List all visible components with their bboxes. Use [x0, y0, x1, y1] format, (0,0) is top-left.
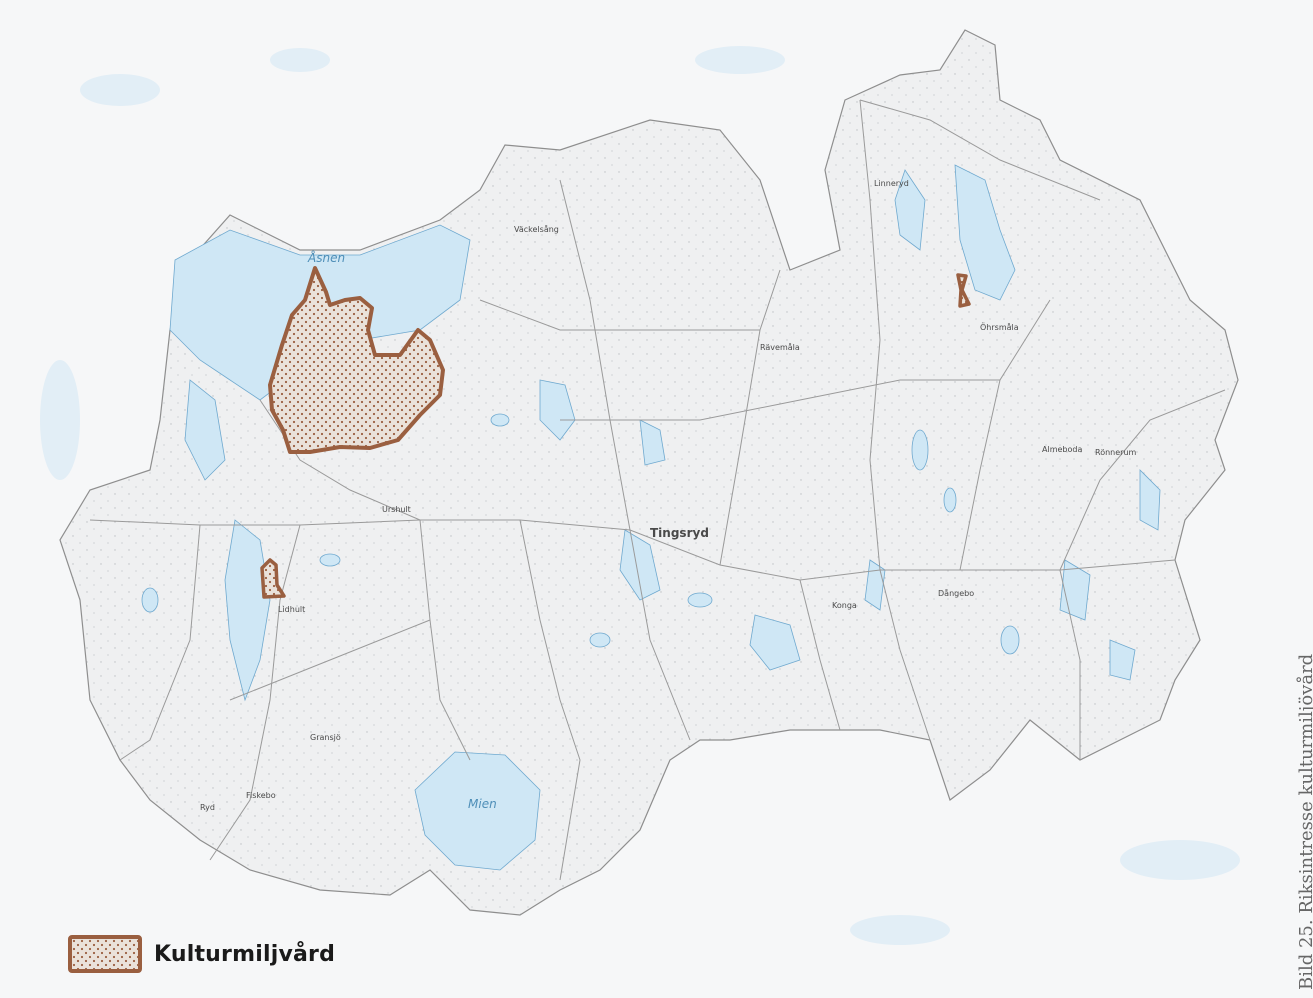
label-ohrsmala: Öhrsmåla	[980, 322, 1019, 332]
legend: Kulturmiljvård	[68, 935, 335, 973]
map-grain	[60, 30, 1238, 915]
label-gransjo: Gransjö	[310, 733, 341, 742]
label-fiskebo: Fiskebo	[246, 791, 276, 800]
label-mien: Mien	[468, 797, 497, 811]
label-ronnerum: Rönnerum	[1095, 448, 1137, 457]
legend-swatch	[68, 935, 142, 973]
label-vackelsang: Väckelsång	[514, 224, 559, 234]
heritage-area-south[interactable]	[260, 558, 286, 599]
label-asnen: Åsnen	[307, 250, 345, 265]
label-konga: Konga	[832, 601, 857, 610]
place-labels: Åsnen Mien Tingsryd Lidhult Ryd Urshult …	[200, 179, 1137, 812]
label-almeboda: Almeboda	[1042, 445, 1082, 454]
heritage-areas[interactable]	[260, 266, 971, 599]
label-tingsryd: Tingsryd	[650, 526, 709, 540]
heritage-area-east[interactable]	[956, 273, 971, 308]
roads	[89, 99, 1226, 881]
legend-label: Kulturmiljvård	[154, 941, 336, 967]
outside-lakes	[40, 46, 1240, 945]
figure-caption: Bild 25. Riksintresse kulturmiljövård	[1296, 653, 1313, 990]
label-urshult: Urshult	[382, 505, 411, 514]
heritage-area-asnen[interactable]	[268, 266, 445, 454]
label-lidhult: Lidhult	[278, 605, 305, 614]
label-linneryd: Linneryd	[874, 179, 909, 188]
label-ryd: Ryd	[200, 803, 215, 812]
label-dangebo: Dångebo	[938, 588, 974, 598]
label-ravemala: Rävemåla	[760, 342, 800, 352]
